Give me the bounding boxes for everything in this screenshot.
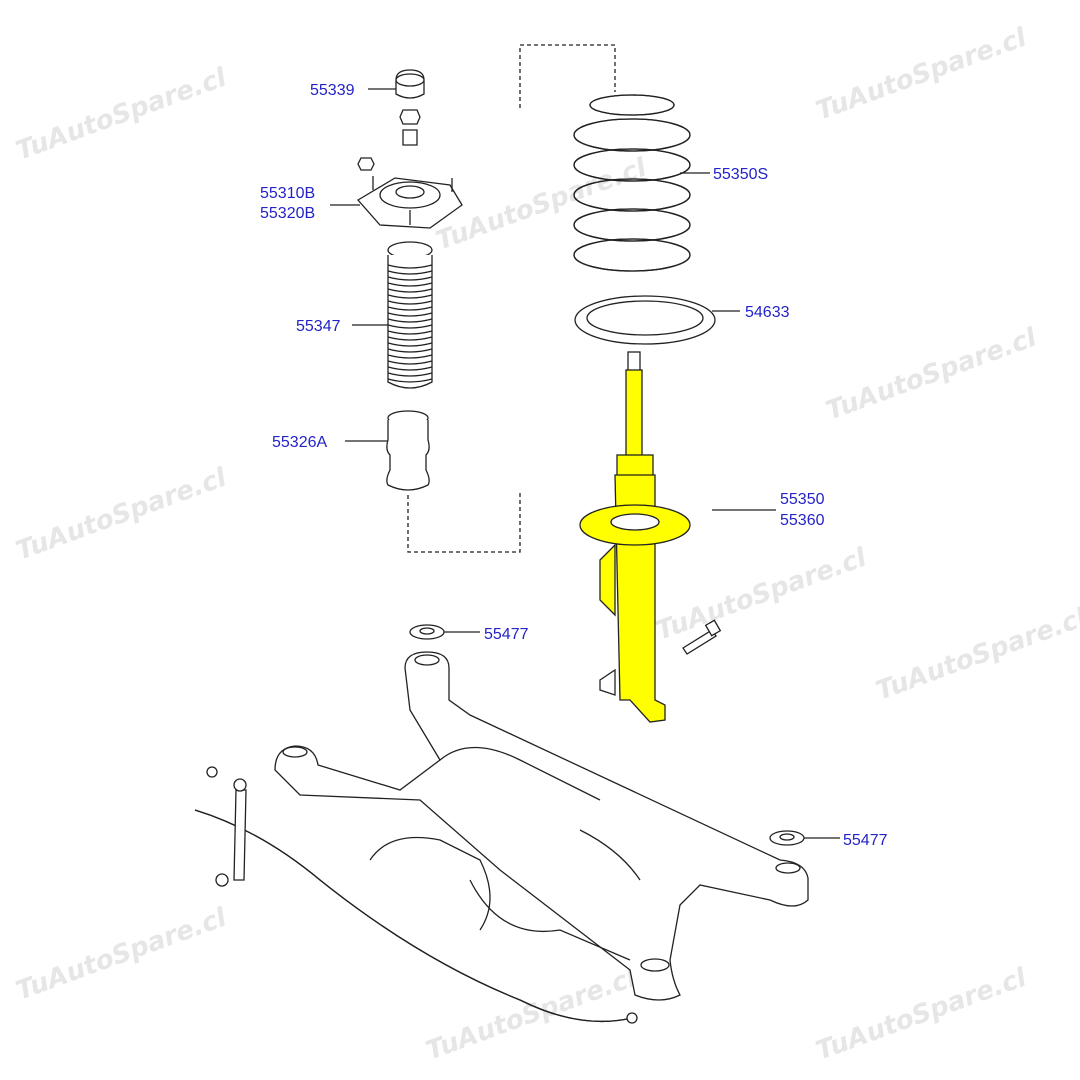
watermark-text: TuAutoSpare.cl — [12, 462, 231, 566]
spring-coil — [573, 238, 691, 272]
callout-55339[interactable]: 55339 — [310, 82, 355, 99]
guide-line-bottom — [407, 490, 521, 553]
spring-coil — [573, 118, 691, 152]
bellows-rib — [387, 306, 433, 311]
watermark-text: TuAutoSpare.cl — [812, 22, 1031, 126]
callout-55326a[interactable]: 55326A — [272, 434, 327, 451]
bump-stopper-part[interactable] — [386, 410, 430, 491]
bushing-lower-part[interactable] — [769, 830, 805, 846]
bellows-rib — [387, 378, 433, 383]
bellows-rib — [387, 372, 433, 377]
bellows-rib — [387, 342, 433, 347]
spring-coil — [589, 94, 675, 116]
watermark-text: TuAutoSpare.cl — [12, 62, 231, 166]
leader-lines — [330, 88, 840, 839]
bellows-rib — [387, 300, 433, 305]
guide-line-top — [519, 44, 616, 108]
bellows-rib — [387, 348, 433, 353]
callout-55350[interactable]: 55350 — [780, 491, 825, 508]
callout-55350s[interactable]: 55350S — [713, 166, 768, 183]
stabilizer-bar-part[interactable] — [194, 766, 638, 1024]
bellows-rib — [387, 282, 433, 287]
bolt-part[interactable] — [682, 619, 722, 655]
callout-55347[interactable]: 55347 — [296, 318, 341, 335]
bellows-rib — [387, 276, 433, 281]
watermark-text: TuAutoSpare.cl — [422, 962, 641, 1066]
cap-part[interactable] — [395, 69, 425, 99]
bellows-rib — [387, 336, 433, 341]
callout-55320b[interactable]: 55320B — [260, 205, 315, 222]
strut-mount-part[interactable] — [356, 176, 463, 229]
bellows-rib — [387, 354, 433, 359]
watermark-text: TuAutoSpare.cl — [652, 542, 871, 646]
watermark-text: TuAutoSpare.cl — [822, 322, 1041, 426]
spring-pad-part[interactable] — [574, 295, 716, 345]
bellows-rib — [387, 366, 433, 371]
spring-coil — [573, 148, 691, 182]
callout-55477-upper[interactable]: 55477 — [484, 626, 529, 643]
dust-cover-part[interactable] — [387, 241, 433, 389]
watermark-text: TuAutoSpare.cl — [12, 902, 231, 1006]
bellows-rib — [387, 330, 433, 335]
spring-coil — [573, 208, 691, 242]
callout-55360[interactable]: 55360 — [780, 512, 825, 529]
strut-assembly-part[interactable] — [579, 351, 691, 723]
bellows-rib — [387, 270, 433, 275]
bellows-rib — [387, 318, 433, 323]
subframe-part[interactable] — [274, 651, 809, 1001]
bellows-rib — [387, 294, 433, 299]
bellows-rib — [387, 312, 433, 317]
coil-spring-part[interactable] — [573, 94, 691, 272]
watermark-layer: TuAutoSpare.clTuAutoSpare.clTuAutoSpare.… — [12, 22, 1080, 1066]
callout-54633[interactable]: 54633 — [745, 304, 790, 321]
bellows-rib — [387, 288, 433, 293]
nut-part[interactable] — [357, 109, 421, 171]
bushing-upper-part[interactable] — [409, 624, 445, 640]
callout-55310b[interactable]: 55310B — [260, 185, 315, 202]
callout-55477-lower[interactable]: 55477 — [843, 832, 888, 849]
bellows-rib — [387, 264, 433, 269]
bellows-rib — [387, 324, 433, 329]
spring-coil — [573, 178, 691, 212]
watermark-text: TuAutoSpare.cl — [812, 962, 1031, 1066]
watermark-text: TuAutoSpare.cl — [872, 602, 1080, 706]
bellows-rib — [387, 360, 433, 365]
